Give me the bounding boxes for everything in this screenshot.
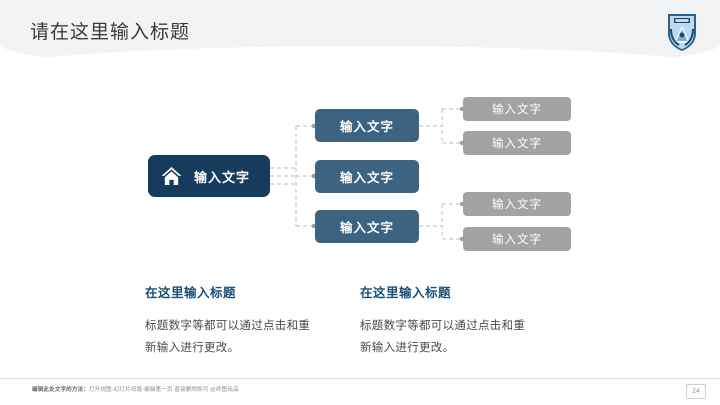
diagram-mid-label-2: 输入文字 [339,171,394,185]
org-diagram: 输入文字 输入文字 输入文字 输入文字 输入文字 输入文字 输入文字 输入文字 [0,80,720,260]
caption-column-2: 在这里输入标题 标题数字等都可以通过点击和重 新输入进行更改。 [360,282,540,359]
diagram-mid-label-3: 输入文字 [339,221,394,235]
diagram-leaf-label-1: 输入文字 [492,104,542,116]
diagram-root-node[interactable]: 输入文字 [148,155,270,197]
header-band [0,0,720,72]
footer-divider [0,378,720,379]
footer-note-label: 编辑此处文字的方法： [32,387,89,393]
diagram-leaf-node-3[interactable]: 输入文字 [463,192,571,216]
shield-crest-logo-icon [662,9,702,53]
diagram-mid-node-2[interactable]: 输入文字 [315,160,419,193]
home-icon [161,166,182,186]
caption-heading-2: 在这里输入标题 [360,286,452,300]
caption-body-1: 标题数字等都可以通过点击和重 新输入进行更改。 [145,315,325,359]
page-title: 请在这里输入标题 [30,22,191,43]
diagram-leaf-node-4[interactable]: 输入文字 [463,227,571,251]
diagram-leaf-label-3: 输入文字 [492,199,542,211]
page-number-badge: 24 [686,384,706,399]
diagram-mid-node-1[interactable]: 输入文字 [315,109,419,142]
caption-body-1-line1: 标题数字等都可以通过点击和重 [145,320,311,332]
diagram-leaf-label-2: 输入文字 [492,138,542,150]
footer-note-rest: 打开视图-幻灯片母版-编辑第一页 直接删除即可 @终图出品 [88,387,239,393]
caption-body-2-line1: 标题数字等都可以通过点击和重 [360,320,526,332]
caption-body-2-line2: 新输入进行更改。 [360,342,455,354]
diagram-leaf-node-1[interactable]: 输入文字 [463,97,571,121]
diagram-leaf-node-2[interactable]: 输入文字 [463,131,571,155]
caption-body-1-line2: 新输入进行更改。 [145,342,240,354]
footer-note: 编辑此处文字的方法：打开视图-幻灯片母版-编辑第一页 直接删除即可 @终图出品 [32,385,239,393]
caption-column-1: 在这里输入标题 标题数字等都可以通过点击和重 新输入进行更改。 [145,282,325,359]
diagram-leaf-label-4: 输入文字 [492,234,542,246]
caption-body-2: 标题数字等都可以通过点击和重 新输入进行更改。 [360,315,540,359]
diagram-mid-label-1: 输入文字 [339,120,394,134]
diagram-mid-node-3[interactable]: 输入文字 [315,210,419,243]
diagram-root-label: 输入文字 [194,169,251,185]
caption-heading-1: 在这里输入标题 [145,286,237,300]
